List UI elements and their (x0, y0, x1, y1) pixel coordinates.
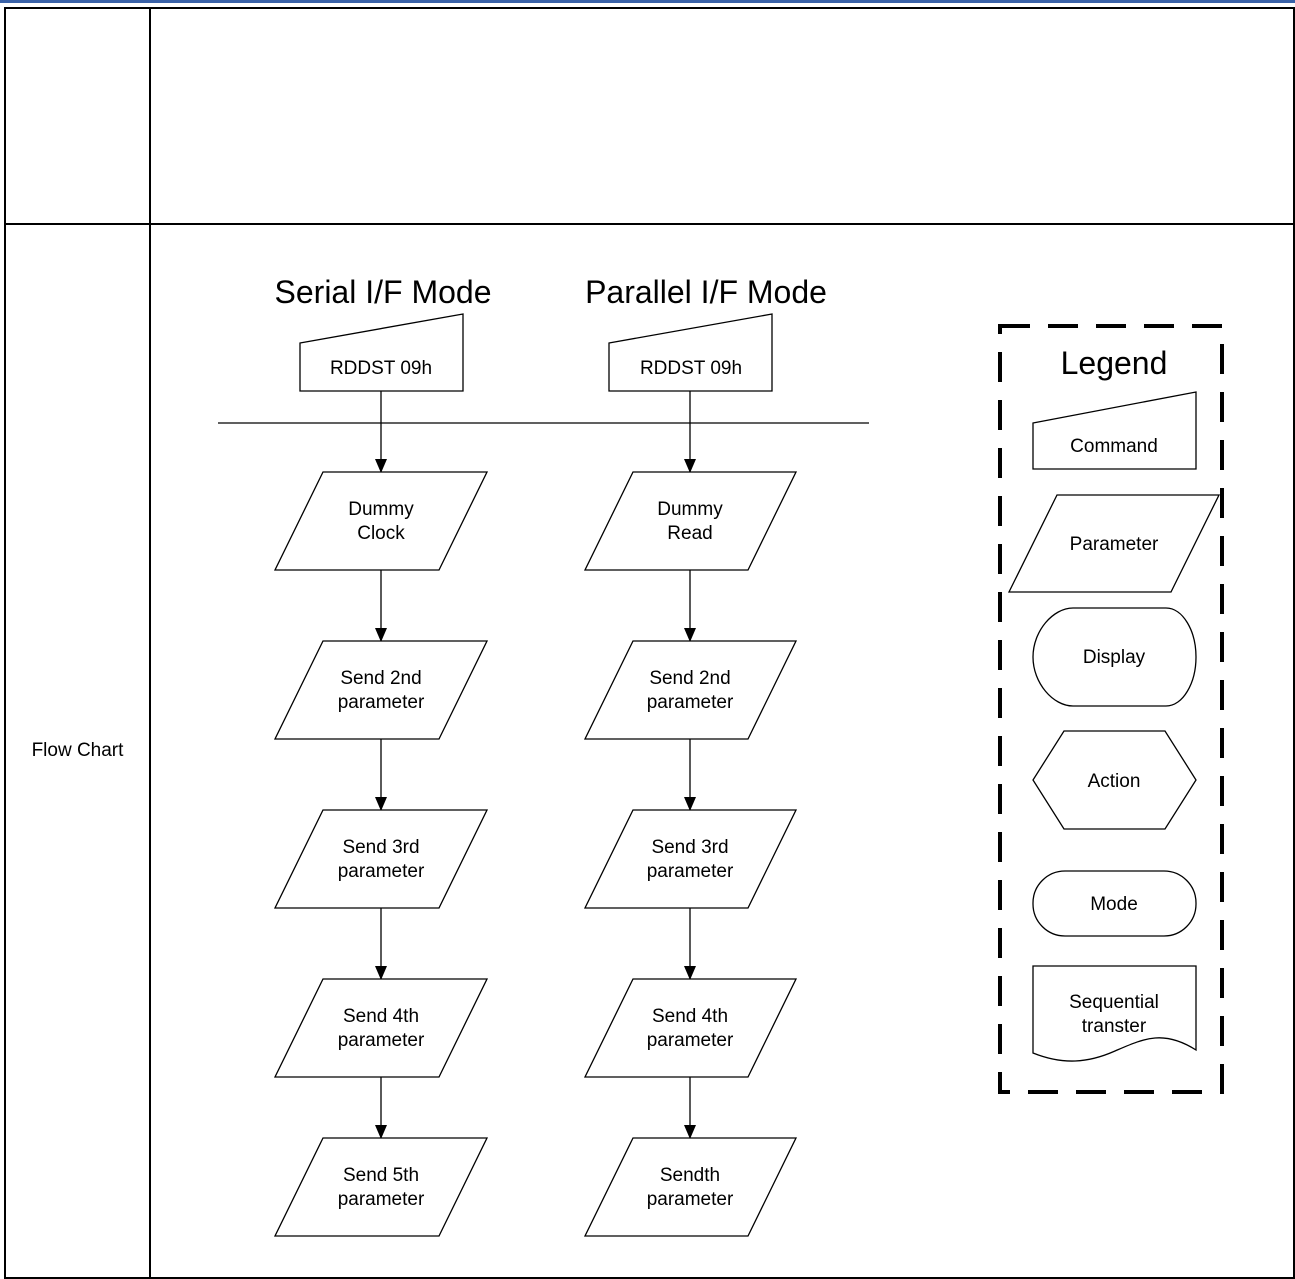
legend-sequential-line-2: transter (1082, 1016, 1147, 1037)
legend-display-label: Display (1083, 647, 1146, 668)
legend-parameter-label: Parameter (1070, 534, 1159, 555)
table-row-description (4, 7, 1295, 225)
parallel-param-5-line-1: Sendth (660, 1165, 720, 1186)
flowchart-cell: Serial I/F Mode Parallel I/F Mode RDDST … (149, 223, 1295, 1279)
row-label-flow-chart: Flow Chart (4, 223, 151, 1279)
serial-param-3-line-1: Send 3rd (342, 837, 419, 858)
serial-param-3-line-2: parameter (338, 861, 425, 882)
serial-param-1: Dummy Clock (273, 471, 489, 571)
serial-command-box: RDDST 09h (299, 313, 464, 392)
parallel-param-1-line-2: Read (667, 523, 712, 544)
serial-param-1-line-1: Dummy (348, 499, 414, 520)
parallel-param-4: Send 4th parameter (583, 978, 798, 1078)
legend-box: Legend Command Parameter Display (998, 324, 1224, 1094)
description-cell (149, 7, 1295, 225)
legend-command-shape: Command (1032, 391, 1197, 470)
parallel-param-4-line-1: Send 4th (652, 1006, 728, 1027)
serial-param-4-line-2: parameter (338, 1030, 425, 1051)
legend-title: Legend (1061, 345, 1168, 381)
serial-param-5: Send 5th parameter (273, 1137, 489, 1237)
serial-param-4-line-1: Send 4th (343, 1006, 419, 1027)
page-top-rule (0, 0, 1295, 3)
parallel-command-box: RDDST 09h (608, 313, 773, 392)
legend-mode-label: Mode (1090, 894, 1138, 915)
serial-param-5-line-1: Send 5th (343, 1165, 419, 1186)
parallel-param-5: Sendth parameter (583, 1137, 798, 1237)
legend-sequential-line-1: Sequential (1069, 992, 1159, 1013)
parallel-param-1-line-1: Dummy (657, 499, 723, 520)
legend-action-shape: Action (1032, 730, 1197, 830)
spec-table: Flow Chart Serial I/F Mode Parallel I/F … (4, 7, 1295, 1279)
legend-sequential-shape: Sequential transter (1032, 965, 1197, 1062)
parallel-param-4-line-2: parameter (647, 1030, 734, 1051)
parallel-param-3-line-1: Send 3rd (651, 837, 728, 858)
serial-mode-title: Serial I/F Mode (275, 274, 492, 310)
serial-param-2-line-1: Send 2nd (340, 668, 421, 689)
serial-param-4: Send 4th parameter (273, 978, 489, 1078)
parallel-mode-title: Parallel I/F Mode (585, 274, 827, 310)
row-label-empty (4, 7, 151, 225)
parallel-command-label: RDDST 09h (640, 358, 742, 379)
legend-mode-shape: Mode (1032, 870, 1197, 937)
serial-param-1-line-2: Clock (357, 523, 405, 544)
flowchart-diagram: Serial I/F Mode Parallel I/F Mode RDDST … (218, 274, 1224, 1237)
parallel-param-3-line-2: parameter (647, 861, 734, 882)
serial-param-2-line-2: parameter (338, 692, 425, 713)
parallel-param-2: Send 2nd parameter (583, 640, 798, 740)
legend-command-label: Command (1070, 436, 1158, 457)
parallel-param-3: Send 3rd parameter (583, 809, 798, 909)
legend-parameter-shape: Parameter (1007, 494, 1221, 593)
table-row-flowchart: Flow Chart Serial I/F Mode Parallel I/F … (4, 223, 1295, 1279)
legend-display-shape: Display (1032, 607, 1197, 707)
serial-param-3: Send 3rd parameter (273, 809, 489, 909)
legend-action-label: Action (1088, 771, 1141, 792)
parallel-param-5-line-2: parameter (647, 1189, 734, 1210)
serial-command-label: RDDST 09h (330, 358, 432, 379)
parallel-param-2-line-1: Send 2nd (649, 668, 730, 689)
serial-param-2: Send 2nd parameter (273, 640, 489, 740)
parallel-param-2-line-2: parameter (647, 692, 734, 713)
parallel-param-1: Dummy Read (583, 471, 798, 571)
serial-param-5-line-2: parameter (338, 1189, 425, 1210)
